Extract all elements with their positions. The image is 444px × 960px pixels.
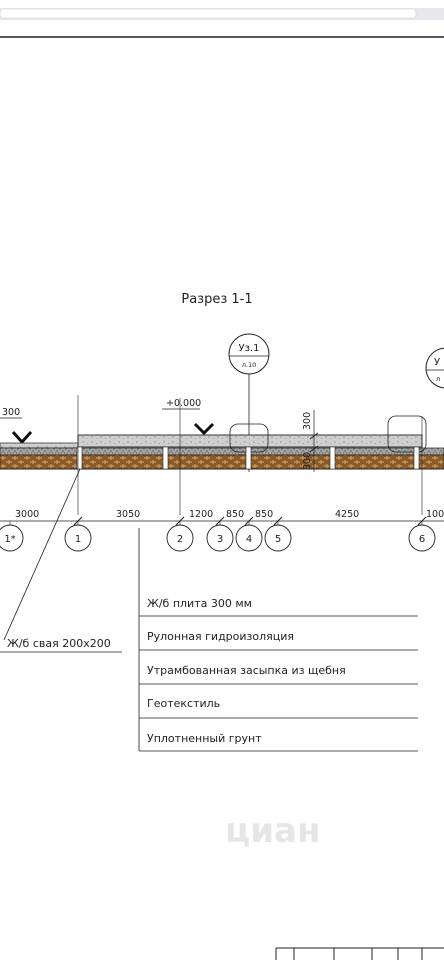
axis-bubbles: 1* 1 2 3 4 5 6 xyxy=(0,521,436,552)
legend-item: Утрамбованная засыпка из щебня xyxy=(147,664,346,677)
top-edge-inner xyxy=(0,8,417,19)
dim-bottom-label: 1200 xyxy=(189,509,213,520)
axis-bubble-3: 3 xyxy=(206,521,234,552)
dim-bottom-labels: 3000 3050 1200 850 850 4250 1000 xyxy=(15,509,444,520)
vertical-dim-tick xyxy=(309,432,319,440)
pile-label: Ж/б свая 200х200 xyxy=(7,637,111,650)
dim-bottom-label: 850 xyxy=(226,509,244,520)
node-sheet: л.10 xyxy=(242,361,257,369)
level-triangle-left xyxy=(11,430,33,445)
axis-label: 1 xyxy=(75,534,81,545)
pile xyxy=(413,446,420,470)
axis-bubble-6: 6 xyxy=(408,521,436,552)
slab-left xyxy=(0,442,79,449)
legend-item: Геотекстиль xyxy=(147,697,220,710)
axis-label: 1* xyxy=(4,534,15,545)
node-callout: Уз.1 л.10 xyxy=(228,333,270,472)
axis-bubble-5: 5 xyxy=(264,521,292,552)
axis-label: 4 xyxy=(246,534,252,545)
soil-layer xyxy=(0,454,444,470)
axis-bubble-1star: 1* xyxy=(0,521,24,552)
vertical-dim: 300 300 xyxy=(302,410,319,472)
level-triangle xyxy=(193,422,215,436)
gravel-layer xyxy=(0,447,444,456)
pile xyxy=(162,446,169,470)
dim-bottom-label: 4250 xyxy=(335,509,359,520)
pile-leader xyxy=(3,468,81,641)
section-title: Разрез 1-1 xyxy=(181,292,252,307)
dim-bottom-label: 3000 xyxy=(15,509,39,520)
detail-box-right xyxy=(387,415,427,453)
pile xyxy=(329,446,336,470)
axis-label: 5 xyxy=(275,534,281,545)
dim-top-right: 300 xyxy=(302,412,313,430)
legend-item: Ж/б плита 300 мм xyxy=(147,597,252,610)
axis-label: 2 xyxy=(177,534,183,545)
dim-vertical-right: 300 xyxy=(302,452,313,470)
legend-item: Рулонная гидроизоляция xyxy=(147,630,294,643)
node-label: Уз.1 xyxy=(239,343,260,354)
axis-lines xyxy=(77,395,423,515)
node-sheet-right: л xyxy=(436,375,440,383)
axis-bubble-4: 4 xyxy=(235,521,263,552)
axis-label: 6 xyxy=(419,534,425,545)
dim-top-left: 300 xyxy=(2,407,20,418)
title-block-stub xyxy=(275,947,444,960)
dim-bottom-label: 850 xyxy=(255,509,273,520)
piles xyxy=(76,446,420,470)
node-circle-right xyxy=(425,347,444,389)
layers-legend: Ж/б плита 300 мм Рулонная гидроизоляция … xyxy=(138,528,418,752)
dim-bottom-label: 1000 xyxy=(426,509,444,520)
axis-label: 3 xyxy=(217,534,223,545)
watermark: циан xyxy=(225,811,320,851)
legend-item: Уплотненный грунт xyxy=(147,732,262,745)
axis-bubble-2: 2 xyxy=(166,521,194,552)
dim-bottom-label: 3050 xyxy=(116,509,140,520)
slab-raised xyxy=(77,434,423,448)
node-label-right: У xyxy=(434,357,440,368)
pile xyxy=(245,446,252,470)
node-callout-right: У л xyxy=(425,347,444,389)
axis-bubble-1: 1 xyxy=(64,521,92,552)
level-text: +0.000 xyxy=(166,398,201,409)
level-mark: +0.000 xyxy=(162,398,215,436)
pile xyxy=(76,446,83,470)
vertical-dim-tick xyxy=(309,445,319,453)
